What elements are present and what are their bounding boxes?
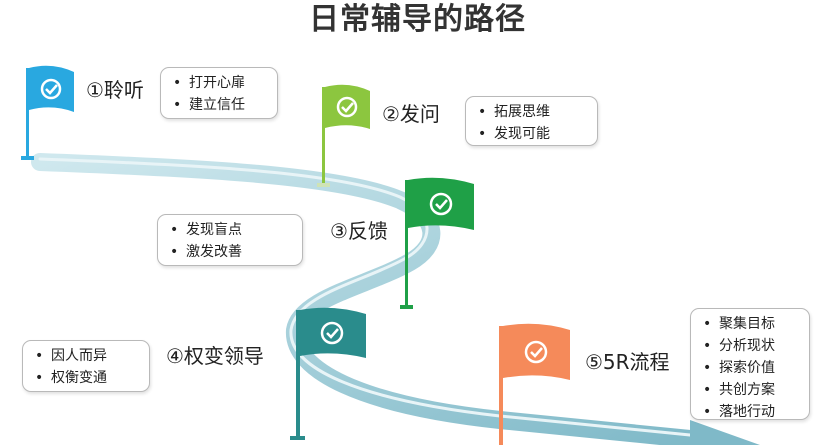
step-5-callout: 聚集目标 分析现状 探索价值 共创方案 落地行动	[690, 308, 810, 423]
flag-5-icon	[499, 323, 570, 445]
step-4-item: 权衡变通	[33, 367, 139, 389]
flag-4-icon	[290, 307, 366, 440]
step-1-item: 建立信任	[171, 94, 267, 116]
step-1-item: 打开心扉	[171, 72, 267, 94]
step-4-callout: 因人而异 权衡变通	[22, 340, 150, 392]
step-2-callout: 拓展思维 发现可能	[465, 96, 598, 146]
step-5-item: 共创方案	[701, 379, 799, 401]
step-2-item: 拓展思维	[476, 101, 587, 123]
flag-3-icon	[400, 177, 474, 309]
road-arrow-head	[690, 420, 760, 445]
step-5-item: 落地行动	[701, 401, 799, 423]
step-3-callout: 发现盲点 激发改善	[157, 214, 303, 266]
diagram-title: 日常辅导的路径	[309, 2, 526, 37]
step-5-label: ⑤5R流程	[585, 350, 670, 374]
step-3-item: 激发改善	[168, 241, 292, 263]
step-1-callout: 打开心扉 建立信任	[160, 67, 278, 119]
step-5-item: 分析现状	[701, 335, 799, 357]
step-2-label: ②发问	[382, 102, 440, 126]
step-5-item: 聚集目标	[701, 313, 799, 335]
winding-road	[31, 153, 709, 445]
step-1-label: ①聆听	[86, 78, 144, 102]
step-4-item: 因人而异	[33, 345, 139, 367]
flag-2-icon	[317, 84, 370, 187]
step-5-item: 探索价值	[701, 357, 799, 379]
road-highlight	[38, 157, 702, 438]
step-3-label: ③反馈	[330, 219, 388, 243]
step-2-item: 发现可能	[476, 123, 587, 145]
flag-1-icon	[21, 65, 74, 160]
step-4-label: ④权变领导	[166, 344, 264, 368]
step-3-item: 发现盲点	[168, 219, 292, 241]
